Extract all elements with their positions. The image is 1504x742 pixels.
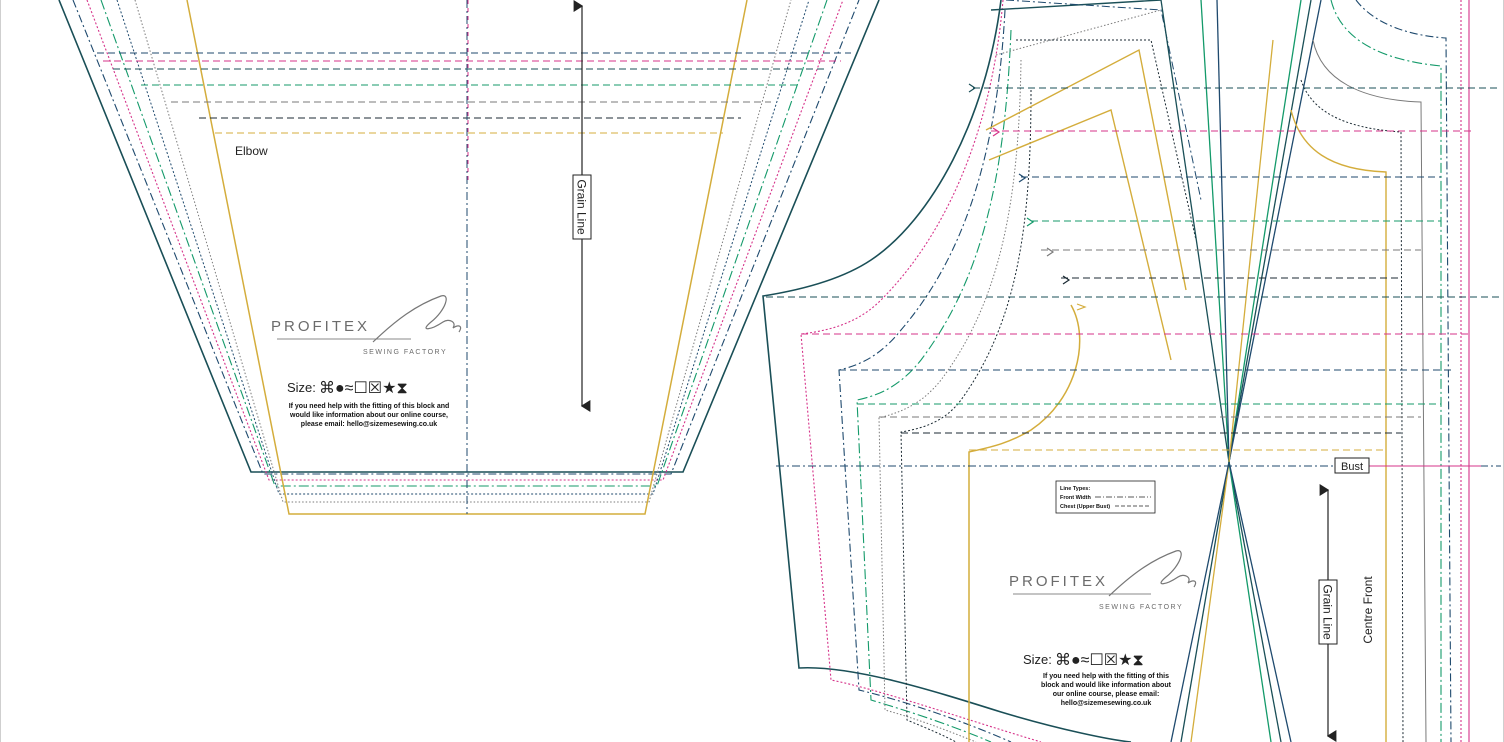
bodice-outline-size-3 — [838, 9, 1012, 742]
sleeve-outline-size-2 — [72, 0, 860, 475]
bodice-size-symbols: ⌘●≈☐☒★⧗ — [1055, 652, 1144, 669]
bodice-outline-size-5 — [878, 59, 1022, 742]
sleeve-brand-logo: PROFITEX SEWING FACTORY — [271, 295, 462, 356]
svg-text:Line Types:: Line Types: — [1060, 486, 1090, 492]
svg-text:Front Width: Front Width — [1060, 495, 1091, 501]
armhole-notches — [968, 83, 1087, 311]
sleeve-piece: Grain Line Elbow PROFITEX SEWING FACTORY… — [58, 0, 880, 515]
sleeve-size-symbols: ⌘●≈☐☒★⧗ — [319, 380, 408, 397]
sleeve-outline-size-1 — [58, 0, 880, 473]
bodice-neck-size-2 — [1355, 0, 1452, 742]
sleeve-outline-size-3 — [86, 0, 844, 481]
svg-text:SEWING FACTORY: SEWING FACTORY — [1099, 604, 1183, 611]
sleeve-grain-label: Grain Line — [572, 174, 592, 240]
bodice-shoulder-size-4 — [988, 109, 1172, 361]
bodice-shoulder-size-2 — [995, 9, 1162, 56]
bust-label-box: Bust — [1334, 457, 1370, 474]
sleeve-help-line-2: would like information about our online … — [289, 412, 448, 419]
bodice-shoulder-size-3 — [985, 48, 1187, 291]
bodice-neck-size-5 — [1290, 109, 1387, 742]
svg-text:Grain Line: Grain Line — [575, 179, 589, 235]
bodice-size-label: Size: — [1023, 652, 1052, 667]
bodice-outline-size-6 — [900, 89, 1032, 742]
svg-text:Chest (Upper Bust): Chest (Upper Bust) — [1060, 504, 1110, 510]
bodice-neck-size-1 — [1330, 0, 1442, 742]
bodice-help-line-4: hello@sizemesewing.co.uk — [1061, 700, 1152, 707]
svg-text:PROFITEX: PROFITEX — [1009, 573, 1108, 590]
centre-front-label: Centre Front — [1361, 576, 1375, 644]
svg-text:PROFITEX: PROFITEX — [271, 318, 370, 335]
script-signature — [1108, 550, 1197, 597]
line-types-legend: Line Types: Front Width Chest (Upper Bus… — [1055, 480, 1156, 514]
bodice-shoulder-size-5 — [1005, 0, 1202, 201]
bodice-grain-label: Grain Line — [1318, 579, 1338, 645]
bodice-piece: Bust Line Types: Front Width Chest (Uppe… — [762, 0, 1501, 742]
svg-text:Bust: Bust — [1341, 461, 1363, 473]
bodice-dart-lines — [1160, 0, 1322, 742]
script-signature — [372, 295, 462, 343]
bodice-neck-size-4 — [1300, 79, 1404, 742]
svg-text:Centre Front: Centre Front — [1361, 576, 1375, 644]
svg-text:Grain Line: Grain Line — [1321, 584, 1335, 640]
bodice-shoulder-size-6 — [1016, 39, 1197, 241]
bodice-help-line-1: If you need help with the fitting of thi… — [1043, 673, 1169, 680]
svg-text:SEWING FACTORY: SEWING FACTORY — [363, 349, 447, 356]
sleeve-size-label: Size: — [287, 380, 316, 395]
bodice-outline-size-1 — [762, 0, 1132, 742]
sleeve-help-line-1: If you need help with the fitting of thi… — [289, 403, 450, 410]
sleeve-outline-size-4 — [100, 0, 828, 487]
bodice-brand-logo: PROFITEX SEWING FACTORY — [1009, 550, 1197, 611]
bodice-help-line-3: our online course, please email: — [1053, 691, 1160, 698]
bodice-help-line-2: block and would like information about — [1041, 682, 1172, 689]
sleeve-outline-size-5 — [116, 0, 810, 495]
bodice-outline-size-4 — [856, 29, 1012, 742]
sleeve-elbow-label: Elbow — [235, 144, 268, 158]
bodice-width-lines — [766, 87, 1501, 451]
sleeve-help-line-3: please email: hello@sizemesewing.co.uk — [301, 421, 437, 428]
bodice-outline-size-7 — [968, 304, 1081, 742]
